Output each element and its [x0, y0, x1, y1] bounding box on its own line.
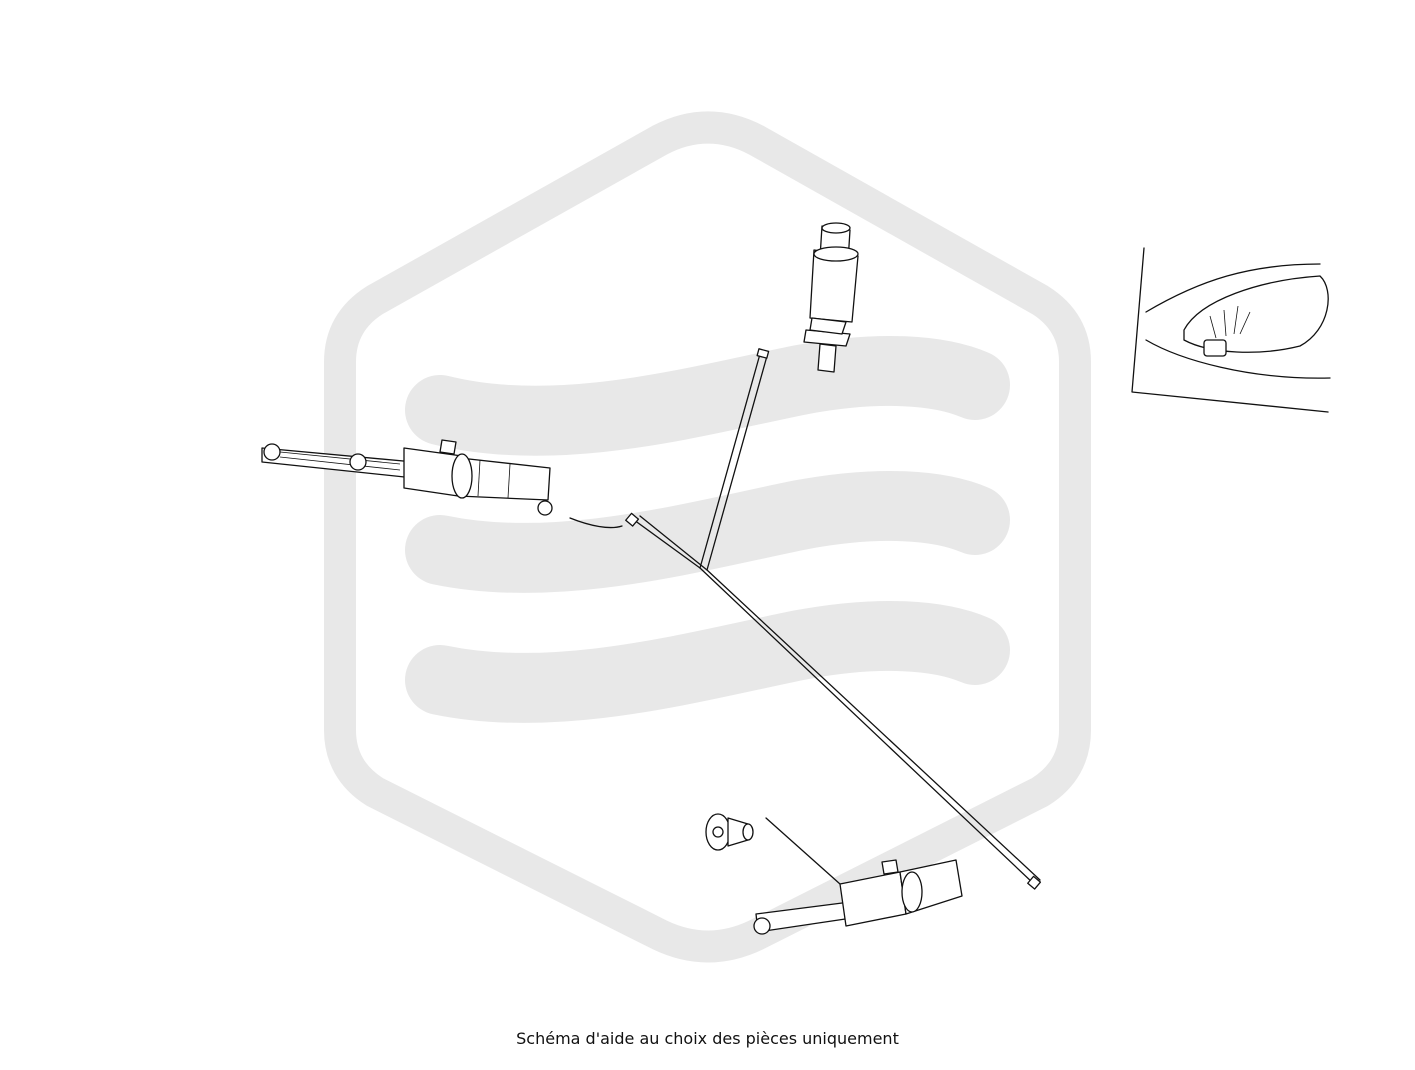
- diagram-caption: Schéma d'aide au choix des pièces unique…: [516, 1029, 899, 1048]
- watermark-logo: [324, 111, 1091, 963]
- connection-arrow-left: [569, 517, 623, 529]
- clip-fastener: [705, 813, 841, 885]
- headlamp-washer-nozzle-right: [753, 859, 963, 935]
- detail-inset: [1131, 247, 1331, 413]
- washer-hose: [625, 348, 1042, 890]
- washer-pump: [803, 222, 859, 373]
- headlamp-washer-nozzle-left: [261, 439, 553, 516]
